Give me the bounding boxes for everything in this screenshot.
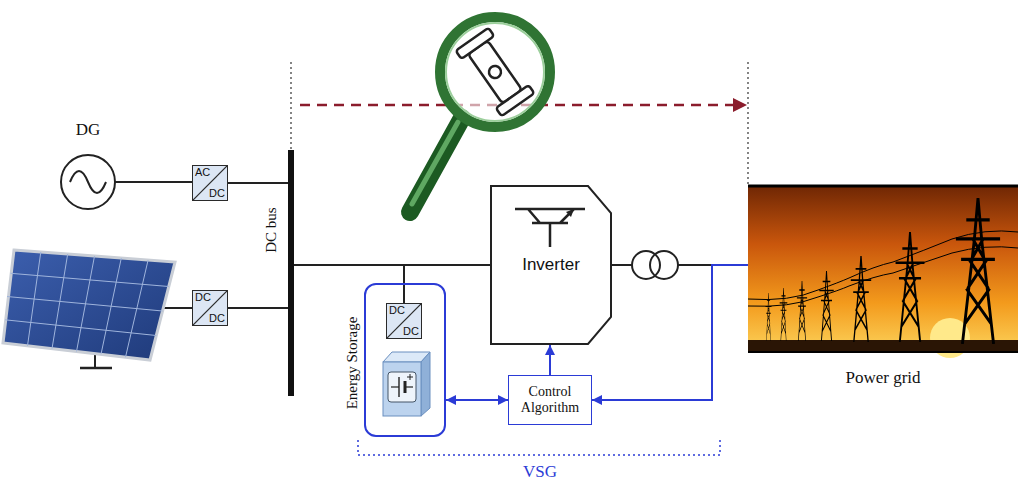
- connector-wire: [446, 399, 508, 401]
- connector-wire: [228, 307, 288, 309]
- grid-node: Power grid: [748, 185, 1018, 395]
- grid-label: Power grid: [748, 368, 1018, 388]
- converter-box: DC DC: [386, 303, 422, 339]
- connector-wire: [228, 182, 288, 184]
- group-caption: VSG: [523, 462, 557, 482]
- ac-source-symbol: [61, 155, 115, 209]
- inverter-label: Inverter: [490, 255, 612, 275]
- storage-group: Energy Storage DC DC: [340, 283, 446, 437]
- battery-icon: [383, 352, 430, 416]
- inverter-block: Inverter: [490, 185, 612, 345]
- converter-label: DC: [209, 313, 225, 324]
- power-grid-photo: [748, 185, 1018, 358]
- generator-node: DG: [61, 120, 115, 212]
- connector-wire: [115, 181, 192, 183]
- converter-box: DC DC: [192, 290, 228, 326]
- converter-label: DC: [389, 305, 405, 316]
- converter-label: DC: [195, 292, 211, 303]
- control-label: Control Algorithm: [509, 384, 591, 416]
- vsg-bracket: [358, 440, 720, 455]
- control-box: Control Algorithm: [508, 375, 592, 425]
- converter-label: DC: [403, 326, 419, 337]
- magnifier-icon: [410, 17, 550, 212]
- connector-wire: [549, 345, 551, 375]
- dc-bus-bar: DC bus: [288, 150, 294, 396]
- solar-panel: [3, 250, 175, 360]
- bus-label: DC bus: [264, 207, 279, 252]
- source-label: DG: [61, 120, 115, 140]
- group-label: Energy Storage: [345, 317, 360, 410]
- converter-label: DC: [209, 188, 225, 199]
- converter-box: AC DC: [192, 165, 228, 201]
- connector-wire: [592, 265, 748, 400]
- converter-label: AC: [195, 167, 210, 178]
